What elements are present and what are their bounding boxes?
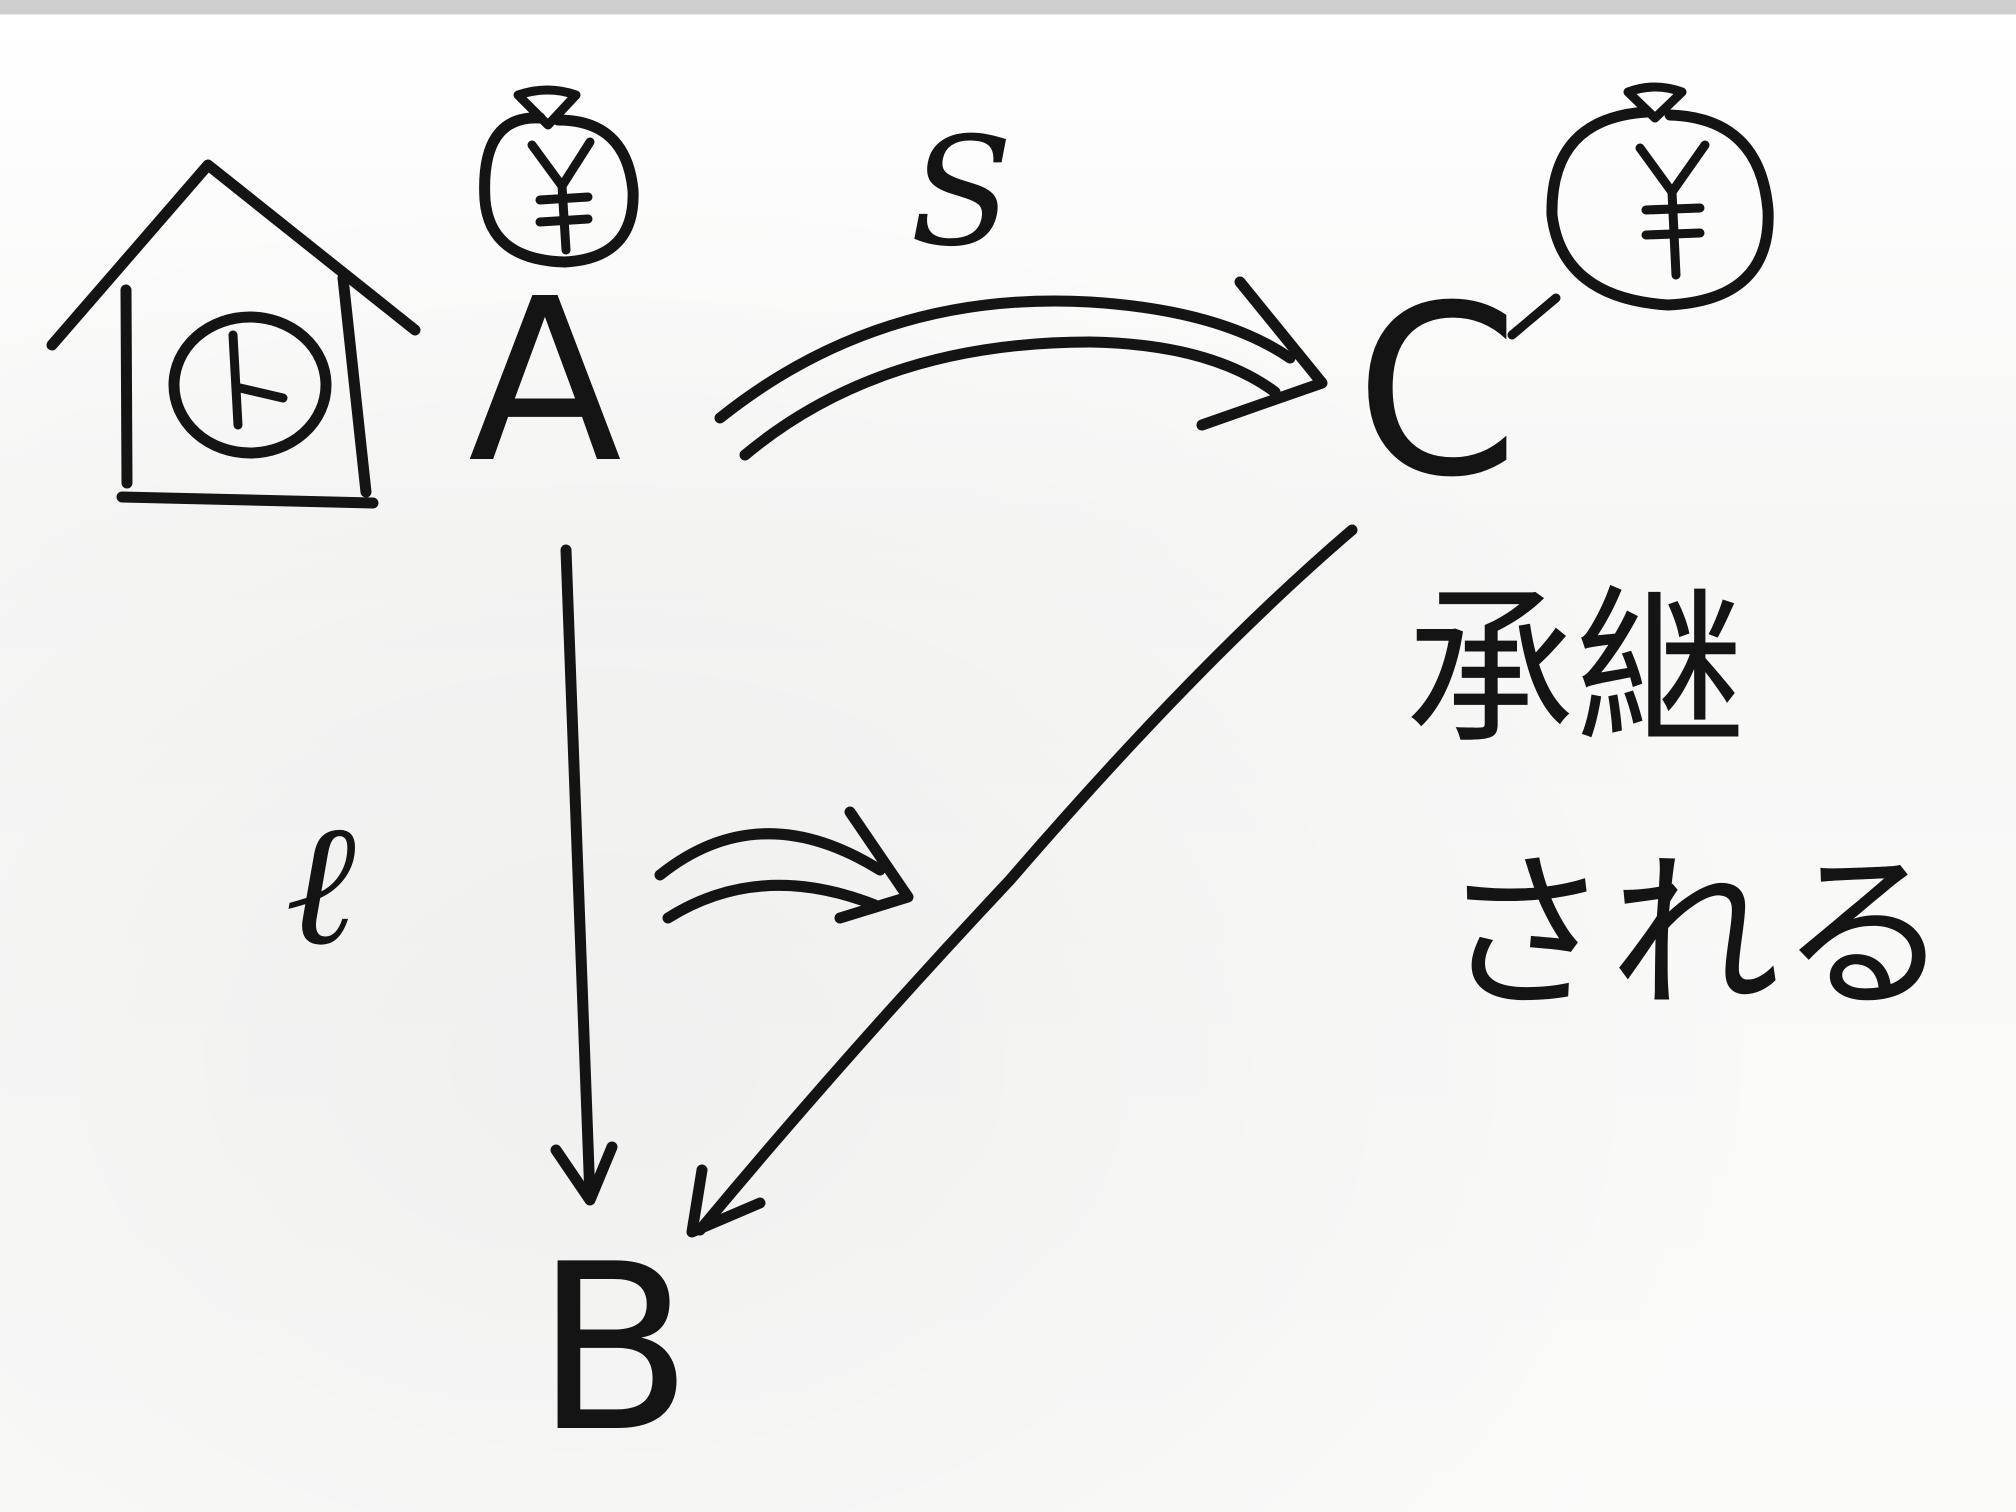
house-icon	[46, 159, 421, 509]
edge-label-l: ℓ	[285, 786, 356, 984]
node-b: B	[535, 1216, 693, 1483]
caption-line-2: される	[1440, 836, 1951, 1034]
transfer-arrow-icon	[654, 806, 914, 924]
arrow-c-to-b	[686, 524, 1358, 1238]
arrow-a-to-b	[550, 544, 618, 1206]
money-bag-icon	[1507, 82, 1774, 340]
clock-icon	[168, 311, 332, 459]
caption-line-1: 承継	[1405, 571, 1746, 769]
money-bag-icon	[479, 85, 639, 268]
edge-label-s: S	[910, 106, 1013, 280]
node-c: C	[1355, 256, 1520, 529]
node-a: A	[468, 251, 622, 513]
arrow-a-to-c	[714, 276, 1328, 461]
